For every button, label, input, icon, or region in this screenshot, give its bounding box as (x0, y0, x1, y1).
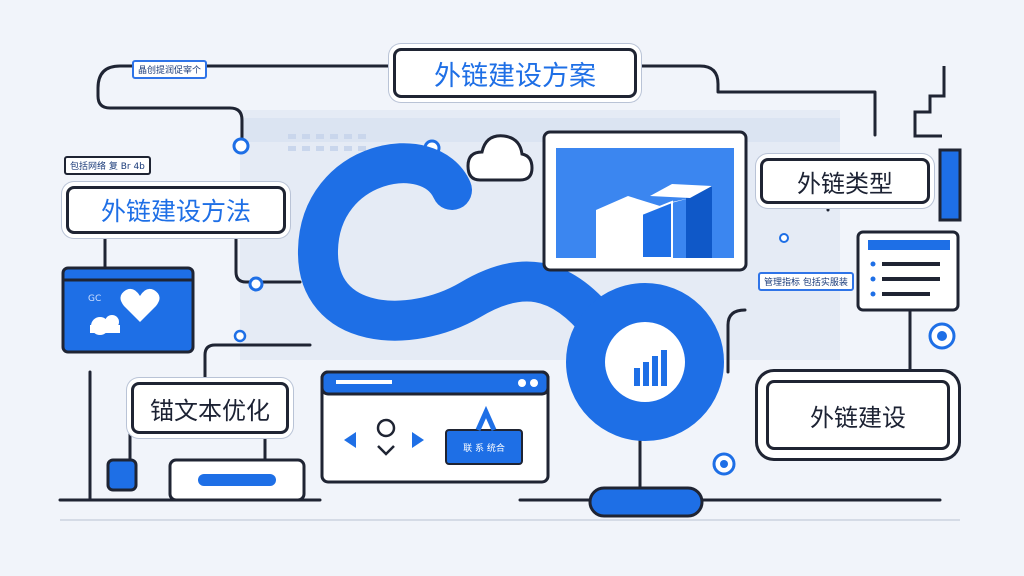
label-types: 外链类型 (760, 158, 930, 204)
pedestal (588, 486, 704, 518)
bar-chart-icon (634, 350, 667, 386)
app-window (320, 370, 550, 484)
label-anchor: 锚文本优化 (131, 382, 289, 434)
list-card (856, 230, 960, 312)
cloud-icon (466, 134, 534, 182)
swirl-logo (297, 143, 620, 345)
svg-text:GC: GC (88, 294, 101, 304)
arrow-right-icon (412, 432, 424, 448)
background-dots (288, 134, 366, 151)
drawer-box (168, 458, 306, 502)
tag-right-mid: 管理指标 包括实服装 (758, 272, 854, 291)
tag-left-mid: 包括网络 复 Br 4b (64, 156, 151, 175)
arrow-left-icon (344, 432, 356, 448)
page-title: 外链建设方案 (393, 48, 637, 98)
chevron-down-icon (377, 445, 395, 456)
label-method: 外链建设方法 (66, 186, 286, 234)
heart-window: GC (61, 266, 195, 354)
monitor-chart (542, 130, 748, 272)
label-building: 外链建设 (766, 380, 950, 450)
blue-block (106, 458, 138, 492)
app-window-badge: 联 系 统合 (463, 444, 505, 454)
swirl-ring (566, 283, 724, 441)
right-bracket-fill (938, 148, 962, 222)
heart-icon (120, 288, 160, 322)
tag-top-left: 晶创提润促宰个 (132, 60, 208, 79)
